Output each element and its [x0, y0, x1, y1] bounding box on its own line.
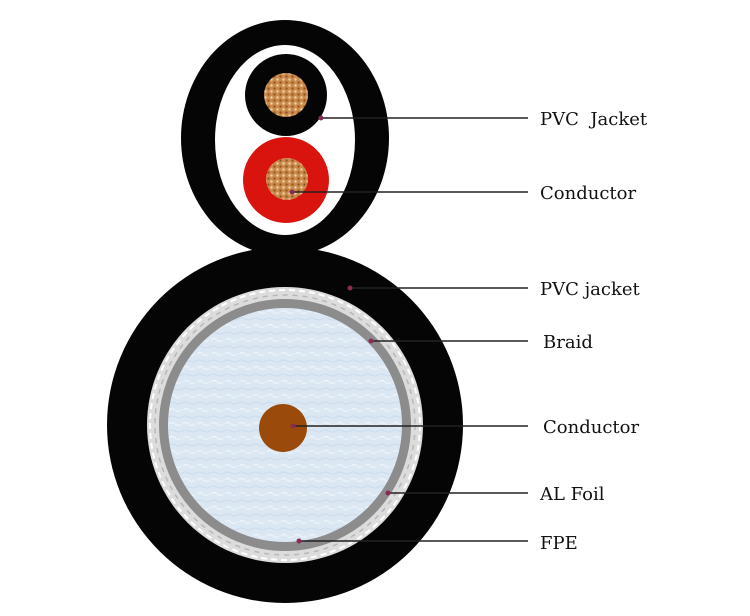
labels: PVC Jacket Conductor PVC jacket Braid Co… — [539, 109, 648, 554]
marker-pvc-jacket-top — [318, 115, 324, 121]
label-al-foil: AL Foil — [539, 484, 605, 505]
marker-fpe — [296, 538, 302, 544]
label-conductor-top: Conductor — [540, 183, 636, 204]
marker-al-foil — [385, 490, 391, 496]
label-braid: Braid — [543, 332, 593, 353]
label-pvc-jacket-main: PVC jacket — [540, 279, 641, 300]
red-wire-strands — [266, 158, 308, 200]
label-fpe: FPE — [540, 533, 578, 554]
center-conductor — [259, 404, 307, 452]
upper-wire-section — [181, 20, 389, 278]
label-conductor-main: Conductor — [543, 417, 639, 438]
coax-section — [107, 247, 463, 603]
braid-dashes-inner — [154, 294, 416, 556]
leader-lines — [292, 117, 528, 542]
marker-conductor-top — [289, 189, 295, 195]
marker-braid — [368, 338, 374, 344]
marker-pvc-jacket-main — [347, 285, 353, 291]
braid-dashes-outer — [149, 289, 421, 561]
label-pvc-jacket-top: PVC Jacket — [540, 109, 648, 130]
marker-conductor-main — [290, 423, 296, 429]
marker-dots — [289, 115, 391, 544]
black-wire-strands — [264, 73, 308, 117]
